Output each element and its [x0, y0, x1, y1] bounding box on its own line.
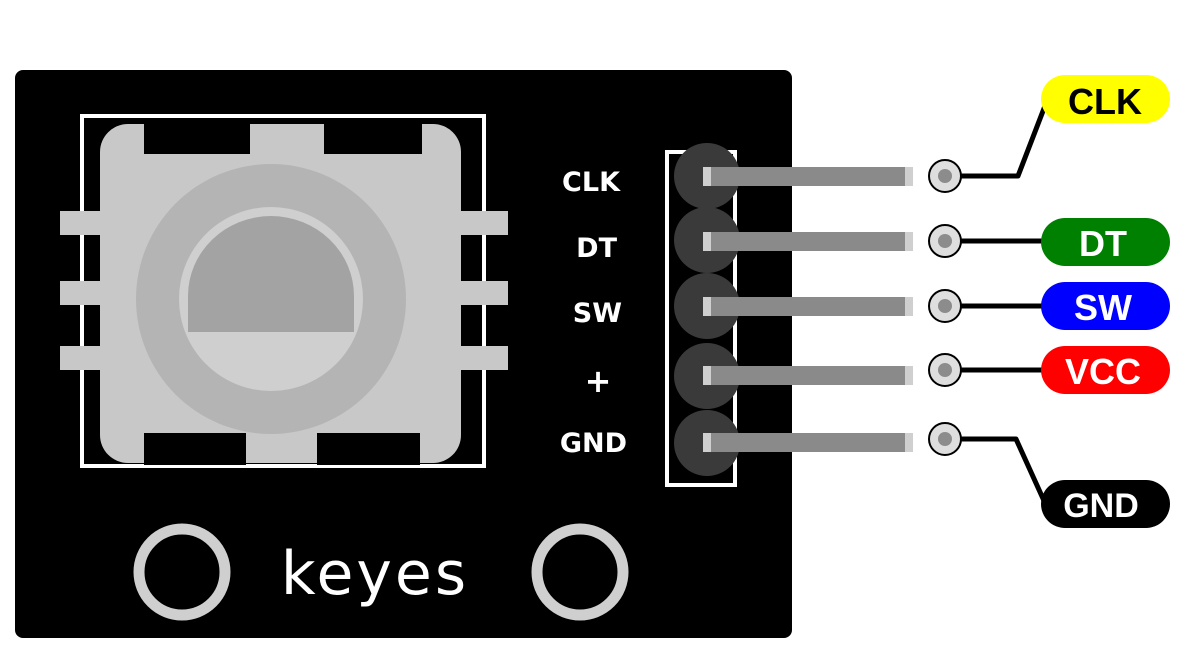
silkscreen-label-sw: SW: [573, 298, 622, 329]
mounting-hole-left: [133, 523, 231, 621]
silkscreen-label-dt: DT: [576, 233, 617, 264]
pin-leads: [703, 167, 913, 452]
pin-tag-vcc: VCC: [1041, 346, 1170, 394]
silkscreen-label-clk: CLK: [562, 167, 621, 198]
svg-text:GND: GND: [1063, 487, 1139, 525]
encoder-side-tabs: [60, 211, 508, 370]
mounting-hole-right: [531, 523, 629, 621]
encoder-body-notches: [144, 124, 422, 465]
connection-pads: [928, 159, 962, 456]
brand-label: keyes: [281, 539, 469, 609]
encoder-knob: [188, 216, 354, 332]
svg-text:DT: DT: [1079, 223, 1127, 264]
svg-text:CLK: CLK: [1068, 81, 1142, 122]
svg-text:SW: SW: [1074, 287, 1132, 328]
pin-tag-clk: CLK: [1041, 75, 1170, 123]
silkscreen-label-plus: +: [585, 362, 612, 400]
pin-tag-gnd: GND: [1041, 480, 1170, 528]
svg-text:VCC: VCC: [1065, 351, 1141, 392]
pin-tag-dt: DT: [1041, 218, 1170, 266]
silkscreen-label-gnd: GND: [560, 428, 627, 459]
pin-tag-sw: SW: [1041, 282, 1170, 330]
